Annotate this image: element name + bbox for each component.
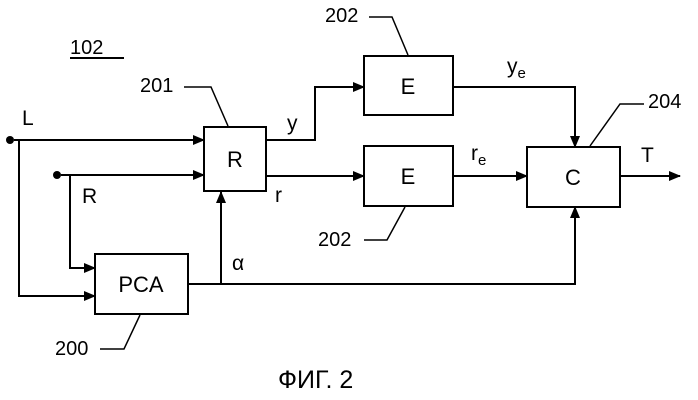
block-e-top: E bbox=[364, 56, 453, 115]
wire-ye-to-c bbox=[453, 87, 575, 147]
signal-label-r: r bbox=[275, 184, 282, 207]
leader-202-top bbox=[369, 17, 408, 55]
leader-202-bottom bbox=[364, 207, 405, 240]
leader-201 bbox=[184, 87, 228, 126]
input-node-r bbox=[53, 171, 61, 179]
block-c: C bbox=[527, 147, 620, 207]
input-label-r: R bbox=[82, 185, 97, 208]
block-c-label: C bbox=[565, 165, 581, 190]
figure-number: 102 bbox=[70, 37, 103, 59]
signal-label-re-sub: e bbox=[478, 152, 486, 169]
ref-200: 200 bbox=[55, 338, 88, 360]
signal-label-alpha: α bbox=[232, 252, 244, 275]
wire-alpha-to-r-block bbox=[188, 192, 221, 284]
ref-202-top: 202 bbox=[325, 5, 358, 27]
signal-label-y: y bbox=[287, 112, 298, 135]
input-node-l bbox=[6, 136, 14, 144]
block-e-top-label: E bbox=[401, 74, 416, 99]
ref-201: 201 bbox=[140, 75, 173, 97]
block-pca: PCA bbox=[95, 254, 188, 314]
block-r: R bbox=[204, 127, 266, 191]
ref-202-bottom: 202 bbox=[318, 229, 351, 251]
signal-label-ye-sub: e bbox=[518, 65, 526, 82]
wire-l-to-pca bbox=[19, 140, 95, 296]
signal-label-re-main: r bbox=[471, 142, 478, 165]
leader-204 bbox=[590, 104, 644, 146]
ref-204: 204 bbox=[648, 91, 681, 113]
block-r-label: R bbox=[227, 147, 243, 172]
leader-200 bbox=[100, 315, 140, 349]
block-e-bottom: E bbox=[364, 146, 453, 206]
signal-label-ye: ye bbox=[507, 55, 526, 82]
signal-label-t: T bbox=[641, 144, 654, 167]
signal-label-re: re bbox=[471, 142, 486, 169]
signal-label-ye-main: y bbox=[507, 55, 518, 78]
figure-caption: ФИГ. 2 bbox=[278, 366, 353, 394]
input-label-l: L bbox=[22, 107, 34, 130]
block-e-bottom-label: E bbox=[401, 164, 416, 189]
block-pca-label: PCA bbox=[118, 272, 164, 297]
wire-y-to-e-top bbox=[266, 87, 364, 140]
